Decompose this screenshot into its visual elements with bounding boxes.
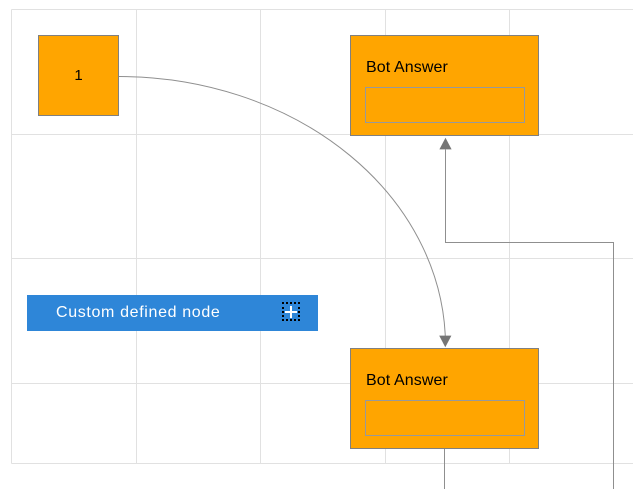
- arrowhead-down-icon: [439, 335, 452, 348]
- arrowhead-up-icon: [439, 137, 452, 150]
- add-button[interactable]: [282, 302, 300, 321]
- node-start[interactable]: 1: [38, 35, 119, 116]
- node-title: Bot Answer: [366, 59, 448, 76]
- curved-connector[interactable]: [118, 76, 446, 347]
- node-custom-label: Custom defined node: [56, 304, 221, 321]
- node-start-label: 1: [74, 67, 83, 84]
- orthogonal-connector[interactable]: [445, 149, 614, 489]
- node-bot-answer-bottom[interactable]: Bot Answer: [350, 348, 539, 449]
- node-bot-answer-top[interactable]: Bot Answer: [350, 35, 539, 136]
- node-custom-defined[interactable]: Custom defined node: [27, 295, 318, 331]
- node-title: Bot Answer: [366, 372, 448, 389]
- plus-icon: [285, 305, 297, 318]
- node-input-box[interactable]: [365, 400, 525, 436]
- node-input-box[interactable]: [365, 87, 525, 123]
